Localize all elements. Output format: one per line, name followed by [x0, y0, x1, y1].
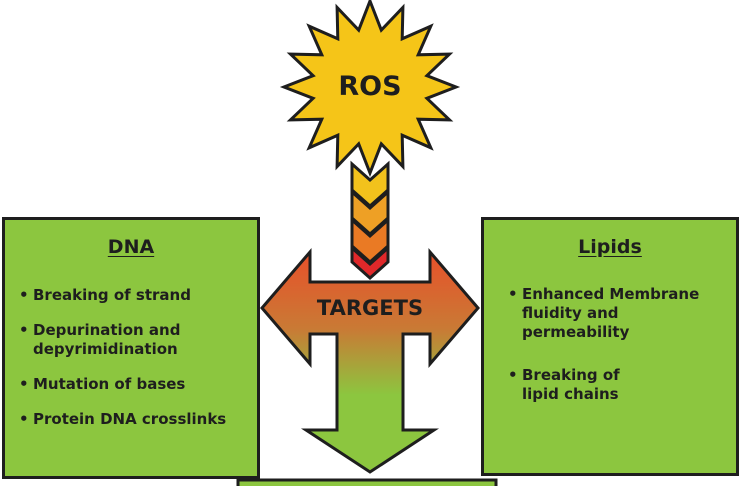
lipids-list: Enhanced Membrane fluidity and permeabil… — [506, 285, 736, 404]
lipids-box: Lipids Enhanced Membrane fluidity and pe… — [481, 217, 739, 476]
targets-arrow — [260, 247, 480, 474]
lipids-title: Lipids — [578, 236, 642, 258]
bottom-box-partial — [236, 478, 498, 486]
chevron-4 — [350, 244, 390, 281]
list-item: Mutation of bases — [17, 375, 253, 394]
ros-starburst — [279, 0, 461, 178]
ros-chevron-chain — [350, 160, 390, 281]
list-item: Enhanced Membrane fluidity and permeabil… — [506, 285, 722, 342]
dna-title: DNA — [107, 236, 155, 258]
list-item: Breaking of lipid chains — [506, 366, 642, 404]
list-item: Breaking of strand — [17, 286, 253, 305]
targets-label: TARGETS — [316, 296, 424, 320]
list-item: Depurination and depyrimidination — [17, 321, 203, 359]
dna-list: Breaking of strand Depurination and depy… — [17, 286, 253, 429]
ros-label: ROS — [338, 71, 402, 102]
dna-box: DNA Breaking of strand Depurination and … — [2, 217, 260, 479]
list-item: Protein DNA crosslinks — [17, 410, 253, 429]
